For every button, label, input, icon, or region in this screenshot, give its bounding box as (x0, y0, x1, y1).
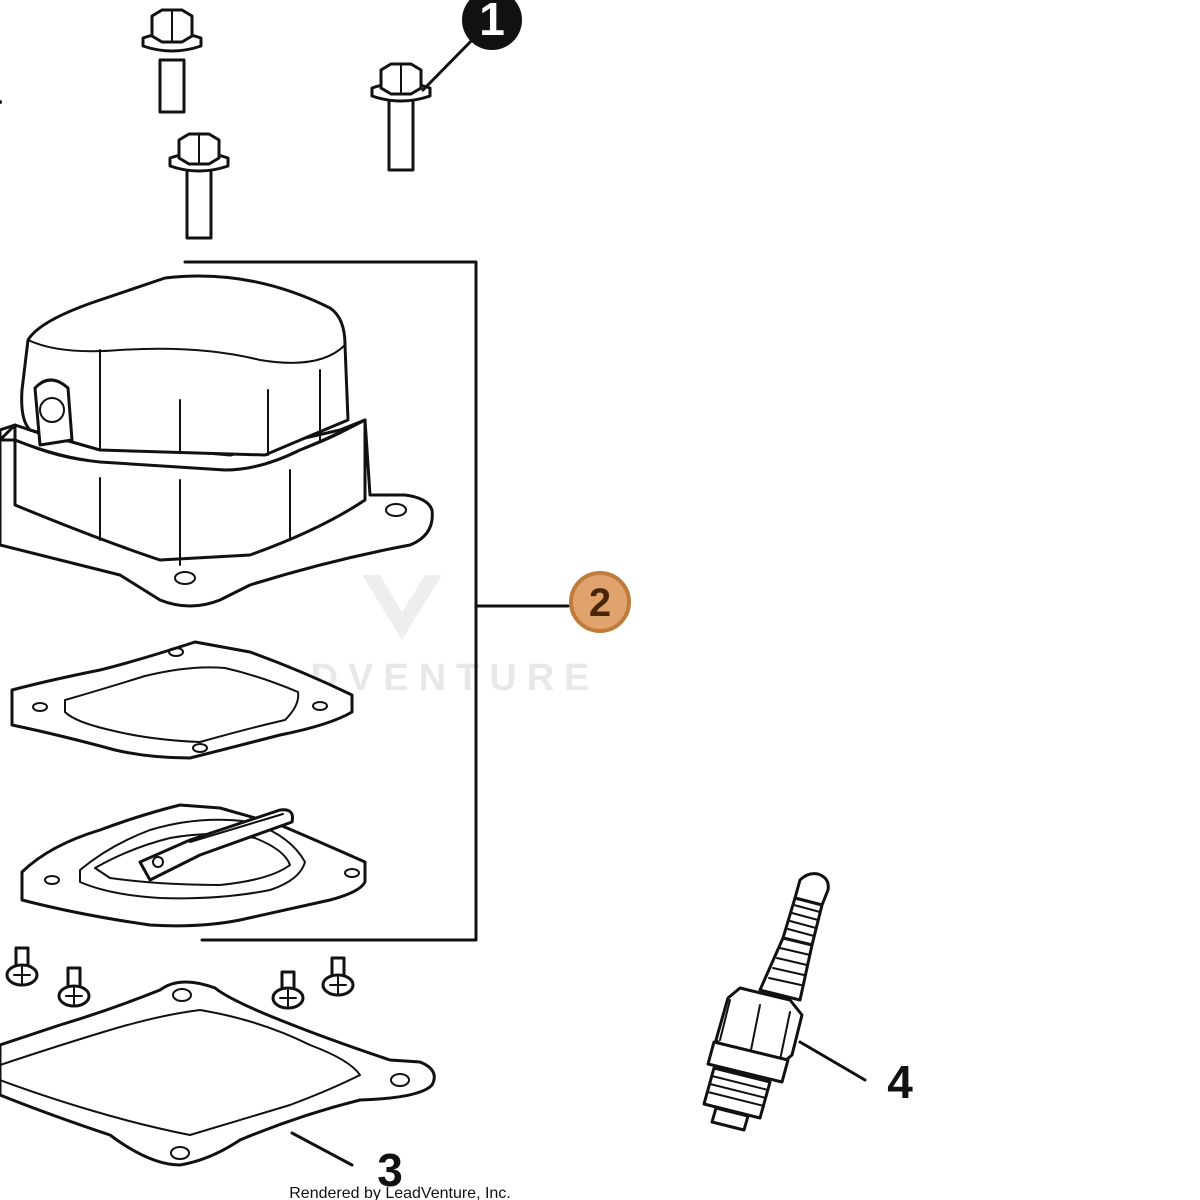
callout-1[interactable]: 1 (421, 0, 522, 92)
callout-1-label: 1 (479, 0, 505, 45)
gasket-upper (10, 640, 354, 760)
bolt-top-left (141, 8, 203, 114)
callout-2-label: 2 (589, 581, 611, 625)
watermark-logo-icon (362, 575, 442, 640)
valve-cover (0, 274, 434, 608)
callout-2[interactable]: 2 (569, 571, 631, 633)
callout-4[interactable]: 4 (798, 1040, 913, 1108)
spark-plug (702, 872, 830, 1132)
bolt-top-right (370, 62, 432, 172)
bolt-middle (168, 132, 230, 240)
screws (5, 946, 355, 1010)
footer-credit: Rendered by LeadVenture, Inc. (289, 1185, 511, 1200)
breather-plate (20, 803, 367, 928)
callout-4-label: 4 (887, 1056, 913, 1108)
assembly-bracket (183, 260, 570, 942)
callout-3-label: 3 (377, 1144, 403, 1196)
gasket-lower (0, 980, 436, 1167)
callout-3[interactable]: 3 (290, 1131, 403, 1196)
